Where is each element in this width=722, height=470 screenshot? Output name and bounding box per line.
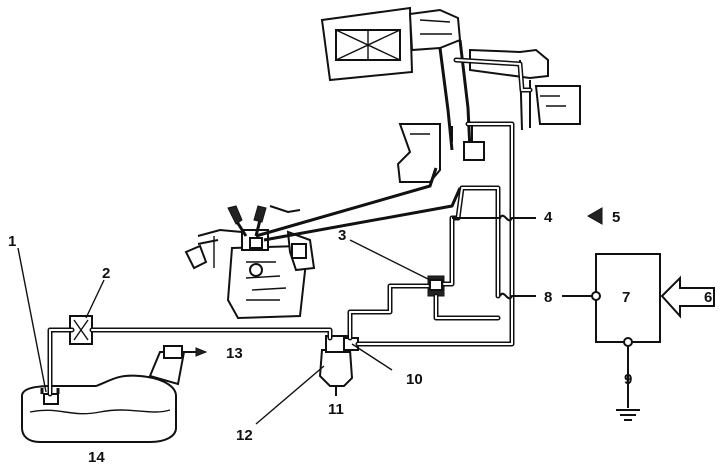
engine-assembly xyxy=(184,205,316,320)
callout-11: 11 xyxy=(328,401,344,418)
filler-check-valve xyxy=(163,345,208,359)
callout-1: 1 xyxy=(8,233,16,250)
callout-14: 14 xyxy=(88,449,105,466)
leader-lines xyxy=(17,239,431,425)
callout-4: 4 xyxy=(544,209,553,226)
callout-12: 12 xyxy=(236,427,253,444)
callout-labels: 1 2 3 4 5 6 7 8 9 10 11 12 13 14 xyxy=(8,209,712,466)
charcoal-canister xyxy=(318,335,359,396)
signal-lines xyxy=(452,207,603,300)
callout-13: 13 xyxy=(226,345,243,362)
callout-6: 6 xyxy=(704,289,712,306)
callout-3: 3 xyxy=(338,227,346,244)
callout-5: 5 xyxy=(612,209,620,226)
callout-9: 9 xyxy=(624,371,632,388)
ecm-box xyxy=(591,253,715,421)
callout-8: 8 xyxy=(544,289,552,306)
vapor-hoses xyxy=(89,57,533,347)
callout-2: 2 xyxy=(102,265,110,282)
callout-7: 7 xyxy=(622,289,630,306)
fuel-tank xyxy=(21,327,186,443)
callout-10: 10 xyxy=(406,371,423,388)
air-cleaner-assembly xyxy=(320,6,581,183)
